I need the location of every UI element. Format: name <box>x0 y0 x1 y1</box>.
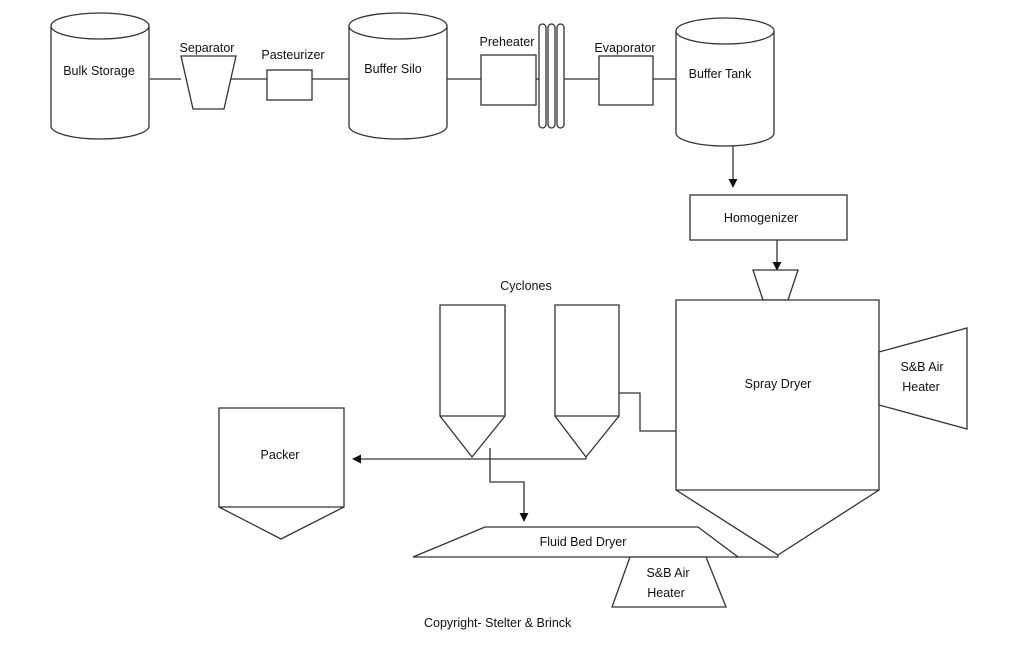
bulk-storage-label: Bulk Storage <box>63 64 135 78</box>
cyclone-left <box>439 304 506 459</box>
homogenizer-label: Homogenizer <box>724 211 798 225</box>
buffer-tank-label: Buffer Tank <box>689 67 753 81</box>
fluid-bed-dryer-label: Fluid Bed Dryer <box>540 535 627 549</box>
separator-label: Separator <box>180 41 235 55</box>
atomizer-nozzle <box>752 269 799 301</box>
cyclone-right <box>554 304 620 459</box>
air-heater-bottom-label-line2: Heater <box>647 586 685 600</box>
line-fluidbed-to-spraydryer-cone <box>735 555 779 558</box>
plate-right <box>556 23 565 129</box>
bulk-storage-tank: Bulk Storage <box>50 12 150 140</box>
air-heater-spray-dryer: S&B Air Heater <box>878 327 968 430</box>
cyclones: Cyclones <box>439 279 620 459</box>
plate-left <box>538 23 547 129</box>
air-heater-fluid-bed: S&B Air Heater <box>611 556 727 608</box>
air-heater-bottom-label-line1: S&B Air <box>646 566 689 580</box>
evaporator-label: Evaporator <box>594 41 655 55</box>
buffer-silo: Buffer Silo <box>348 12 448 140</box>
air-heater-top-label-line2: Heater <box>902 380 940 394</box>
evaporator: Evaporator <box>594 41 656 106</box>
pasteurizer: Pasteurizer <box>261 48 325 101</box>
buffer-tank: Buffer Tank <box>675 17 775 147</box>
pasteurizer-label: Pasteurizer <box>261 48 324 62</box>
buffer-silo-label: Buffer Silo <box>364 62 421 76</box>
spray-dryer-label: Spray Dryer <box>745 377 812 391</box>
preheater-label: Preheater <box>480 35 535 49</box>
flow-arrows <box>352 145 782 522</box>
air-heater-top-label-line1: S&B Air <box>900 360 943 374</box>
homogenizer: Homogenizer <box>689 194 848 241</box>
arrow-cyclone-to-fluidbed <box>489 448 529 522</box>
packer: Packer <box>218 407 345 540</box>
plate-heat-exchanger <box>538 23 565 129</box>
spray-dryer: Spray Dryer <box>675 299 880 556</box>
packer-label: Packer <box>261 448 300 462</box>
arrow-spraydryer-to-cyclones <box>603 388 676 432</box>
separator: Separator <box>180 41 237 110</box>
cyclones-label: Cyclones <box>500 279 551 293</box>
connector-lines <box>150 78 779 558</box>
preheater: Preheater <box>480 35 537 106</box>
copyright-text: Copyright- Stelter & Brinck <box>424 616 572 630</box>
fluid-bed-dryer: Fluid Bed Dryer <box>412 526 740 558</box>
plate-middle <box>547 23 556 129</box>
